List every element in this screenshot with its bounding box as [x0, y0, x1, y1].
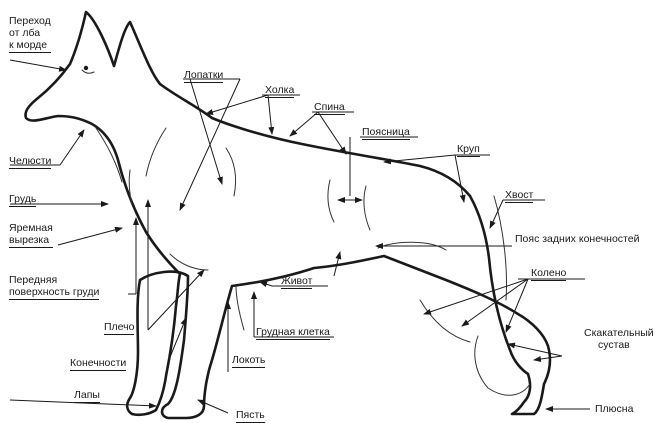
label-stop-line1: Переход — [9, 15, 51, 27]
far-foreleg — [236, 286, 244, 330]
shoulder-line — [226, 148, 236, 196]
label-stop-line2: от лба — [9, 27, 51, 39]
label-shoulder-blades: Лопатки — [184, 69, 223, 83]
label-jaws: Челюсти — [9, 155, 51, 169]
scapula-line — [146, 128, 166, 176]
label-chest: Грудь — [9, 193, 36, 207]
label-stop: Переход от лба к морде — [9, 15, 51, 53]
label-forechest-line1: Передняя — [9, 274, 99, 286]
label-tail: Хвост — [505, 189, 533, 203]
label-jugular-line1: Яремная — [9, 222, 53, 234]
label-metatarsus: Плюсна — [595, 403, 633, 415]
hind-limb-far — [420, 300, 470, 342]
label-jugular: Яремная вырезка — [9, 222, 53, 248]
rib-line-2 — [364, 186, 370, 230]
chest-curve — [170, 254, 208, 270]
brow — [82, 70, 94, 73]
label-elbow: Локоть — [232, 354, 265, 368]
label-jugular-line2: вырезка — [9, 234, 53, 248]
label-hock-line2: сустав — [584, 339, 654, 351]
far-hind-paw — [475, 336, 530, 395]
label-ribcage: Грудная клетка — [256, 326, 330, 340]
label-paws: Лапы — [74, 389, 100, 403]
rib-line-1 — [328, 180, 334, 222]
jaw-line — [96, 128, 122, 182]
label-forechest-line2: поверхность груди — [9, 286, 99, 300]
label-knee: Колено — [531, 267, 566, 281]
tail-line — [494, 196, 507, 300]
label-croup: Круп — [457, 143, 480, 157]
label-stop-line3: к морде — [9, 39, 51, 53]
label-forechest: Передняя поверхность груди — [9, 274, 99, 300]
label-limbs: Конечности — [70, 357, 126, 371]
label-pastern: Пясть — [236, 409, 265, 423]
eye — [84, 66, 88, 70]
label-shoulder: Плечо — [104, 321, 134, 335]
label-hock: Скакательный сустав — [584, 327, 654, 351]
label-withers: Холка — [265, 84, 294, 98]
label-back: Спина — [314, 101, 345, 115]
label-belly: Живот — [281, 275, 312, 289]
label-pelvic-girdle: Пояс задних конечностей — [515, 233, 639, 245]
label-hock-line1: Скакательный — [584, 327, 654, 339]
label-loin: Поясница — [362, 126, 410, 140]
